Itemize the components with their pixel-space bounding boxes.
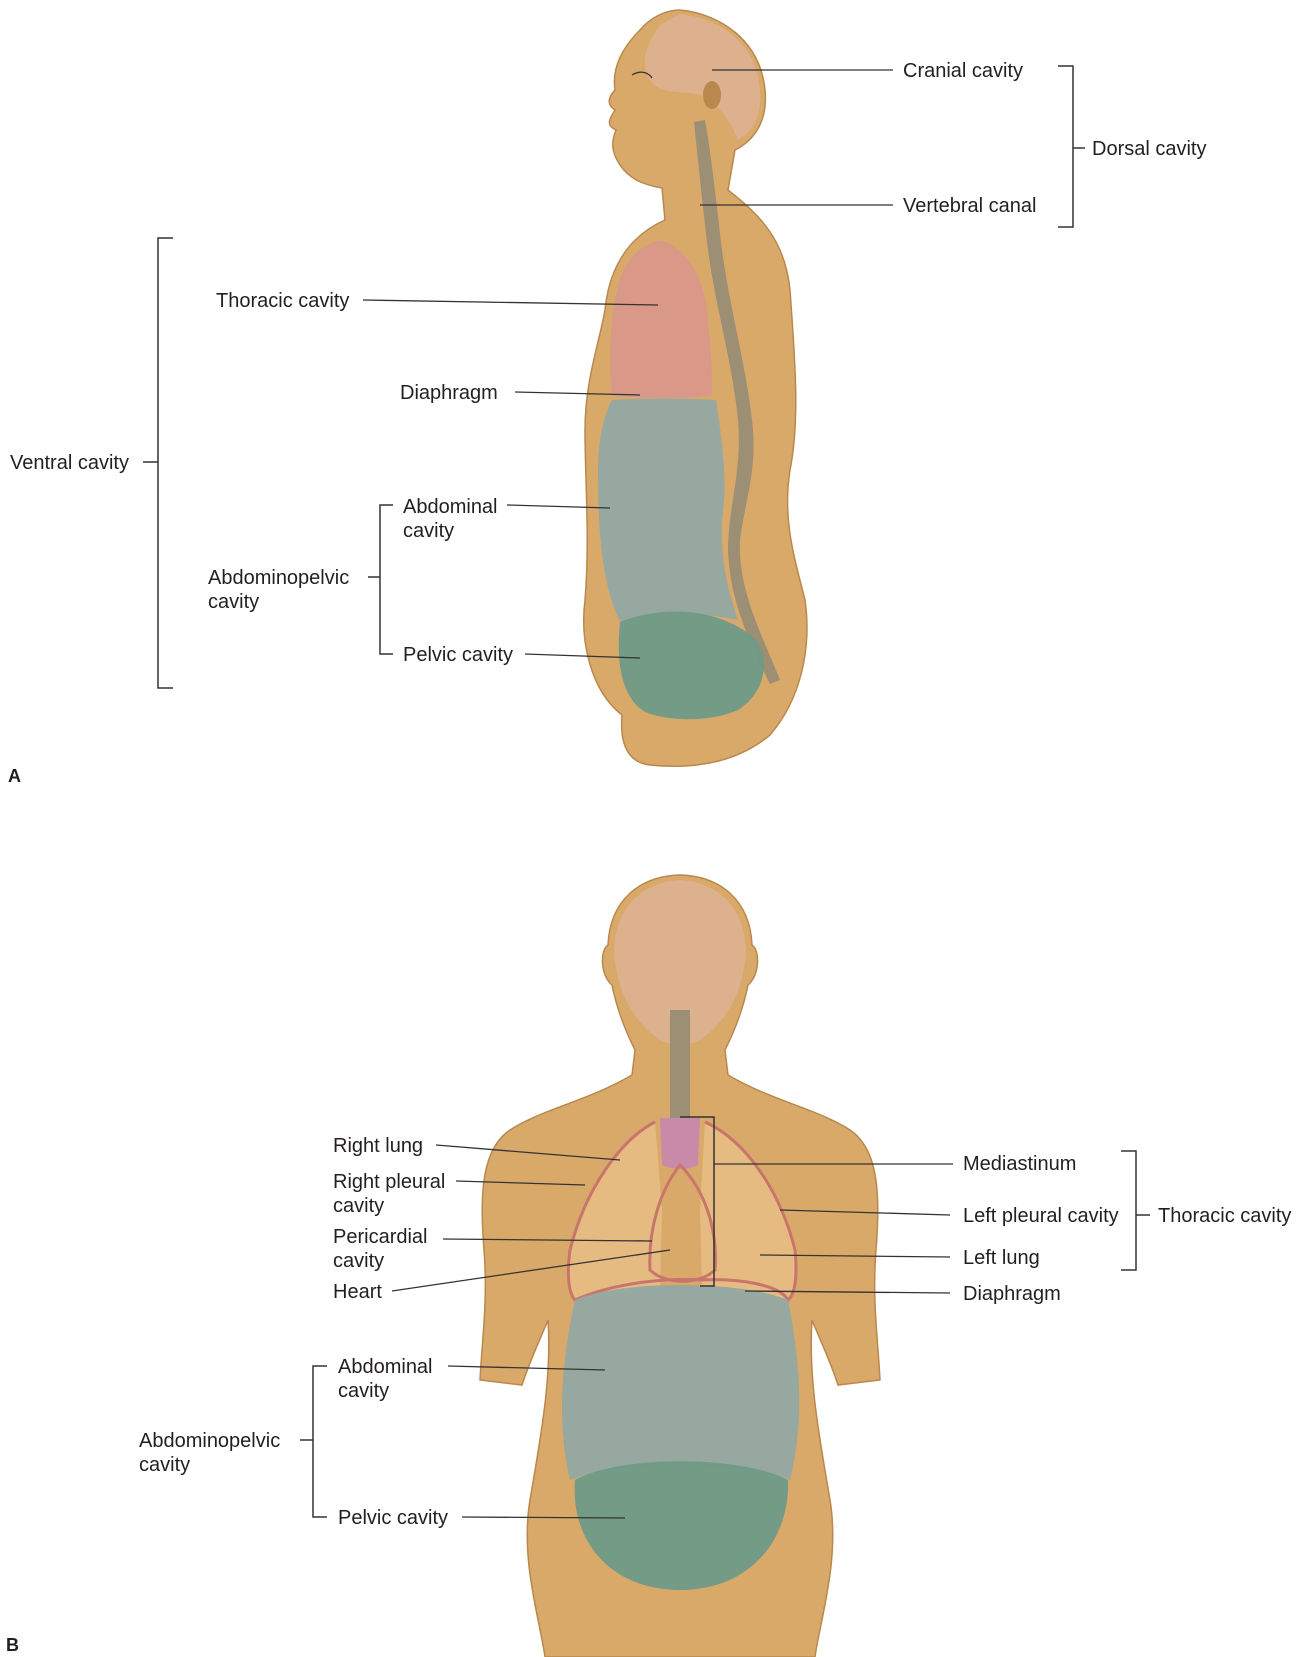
abdominal-cavity-shape	[598, 399, 738, 623]
label-right-pleural-line2: cavity	[333, 1195, 384, 1217]
label-left-lung: Left lung	[963, 1247, 1040, 1269]
label-dorsal-cavity: Dorsal cavity	[1092, 138, 1206, 160]
label-left-pleural-cavity: Left pleural cavity	[963, 1205, 1119, 1227]
label-right-pleural-line1: Right pleural	[333, 1171, 445, 1193]
label-mediastinum: Mediastinum	[963, 1153, 1076, 1175]
label-cranial-cavity: Cranial cavity	[903, 60, 1023, 82]
label-diaphragm-a: Diaphragm	[400, 382, 498, 404]
label-diaphragm-b: Diaphragm	[963, 1283, 1061, 1305]
label-pericardial-line2: cavity	[333, 1250, 384, 1272]
label-pelvic-cavity-a: Pelvic cavity	[403, 644, 513, 666]
dorsal-bracket	[1058, 66, 1073, 227]
ventral-bracket	[158, 238, 173, 688]
label-right-lung: Right lung	[333, 1135, 423, 1157]
trachea-shape	[670, 1010, 690, 1120]
panel-letter-b: B	[6, 1635, 19, 1655]
label-ventral-cavity: Ventral cavity	[10, 452, 129, 474]
label-abdominopelvic-a-line2: cavity	[208, 591, 259, 613]
abdominopelvic-bracket-a	[380, 505, 393, 654]
label-pelvic-cavity-b: Pelvic cavity	[338, 1507, 448, 1529]
label-abdominal-cavity-a-line2: cavity	[403, 520, 454, 542]
panel-letter-a: A	[8, 766, 21, 786]
label-abdominopelvic-b-line1: Abdominopelvic	[139, 1430, 280, 1452]
abdominopelvic-bracket-b	[313, 1366, 327, 1517]
label-abdominal-cavity-a-line1: Abdominal	[403, 496, 498, 518]
label-abdominal-cavity-b-line2: cavity	[338, 1380, 389, 1402]
label-vertebral-canal: Vertebral canal	[903, 195, 1036, 217]
label-thoracic-cavity-b: Thoracic cavity	[1158, 1205, 1291, 1227]
panel-b-illustration	[480, 875, 880, 1657]
thoracic-bracket-b	[1121, 1151, 1136, 1270]
label-pericardial-line1: Pericardial	[333, 1226, 427, 1248]
label-thoracic-cavity-a: Thoracic cavity	[216, 290, 349, 312]
label-heart: Heart	[333, 1281, 382, 1303]
label-abdominopelvic-a-line1: Abdominopelvic	[208, 567, 349, 589]
panel-a-illustration	[584, 10, 807, 766]
abdominal-cavity-shape-b	[562, 1285, 799, 1480]
mediastinum-shape	[660, 1118, 700, 1169]
label-abdominopelvic-b-line2: cavity	[139, 1454, 190, 1476]
label-abdominal-cavity-b-line1: Abdominal	[338, 1356, 433, 1378]
ear-detail	[703, 81, 721, 109]
